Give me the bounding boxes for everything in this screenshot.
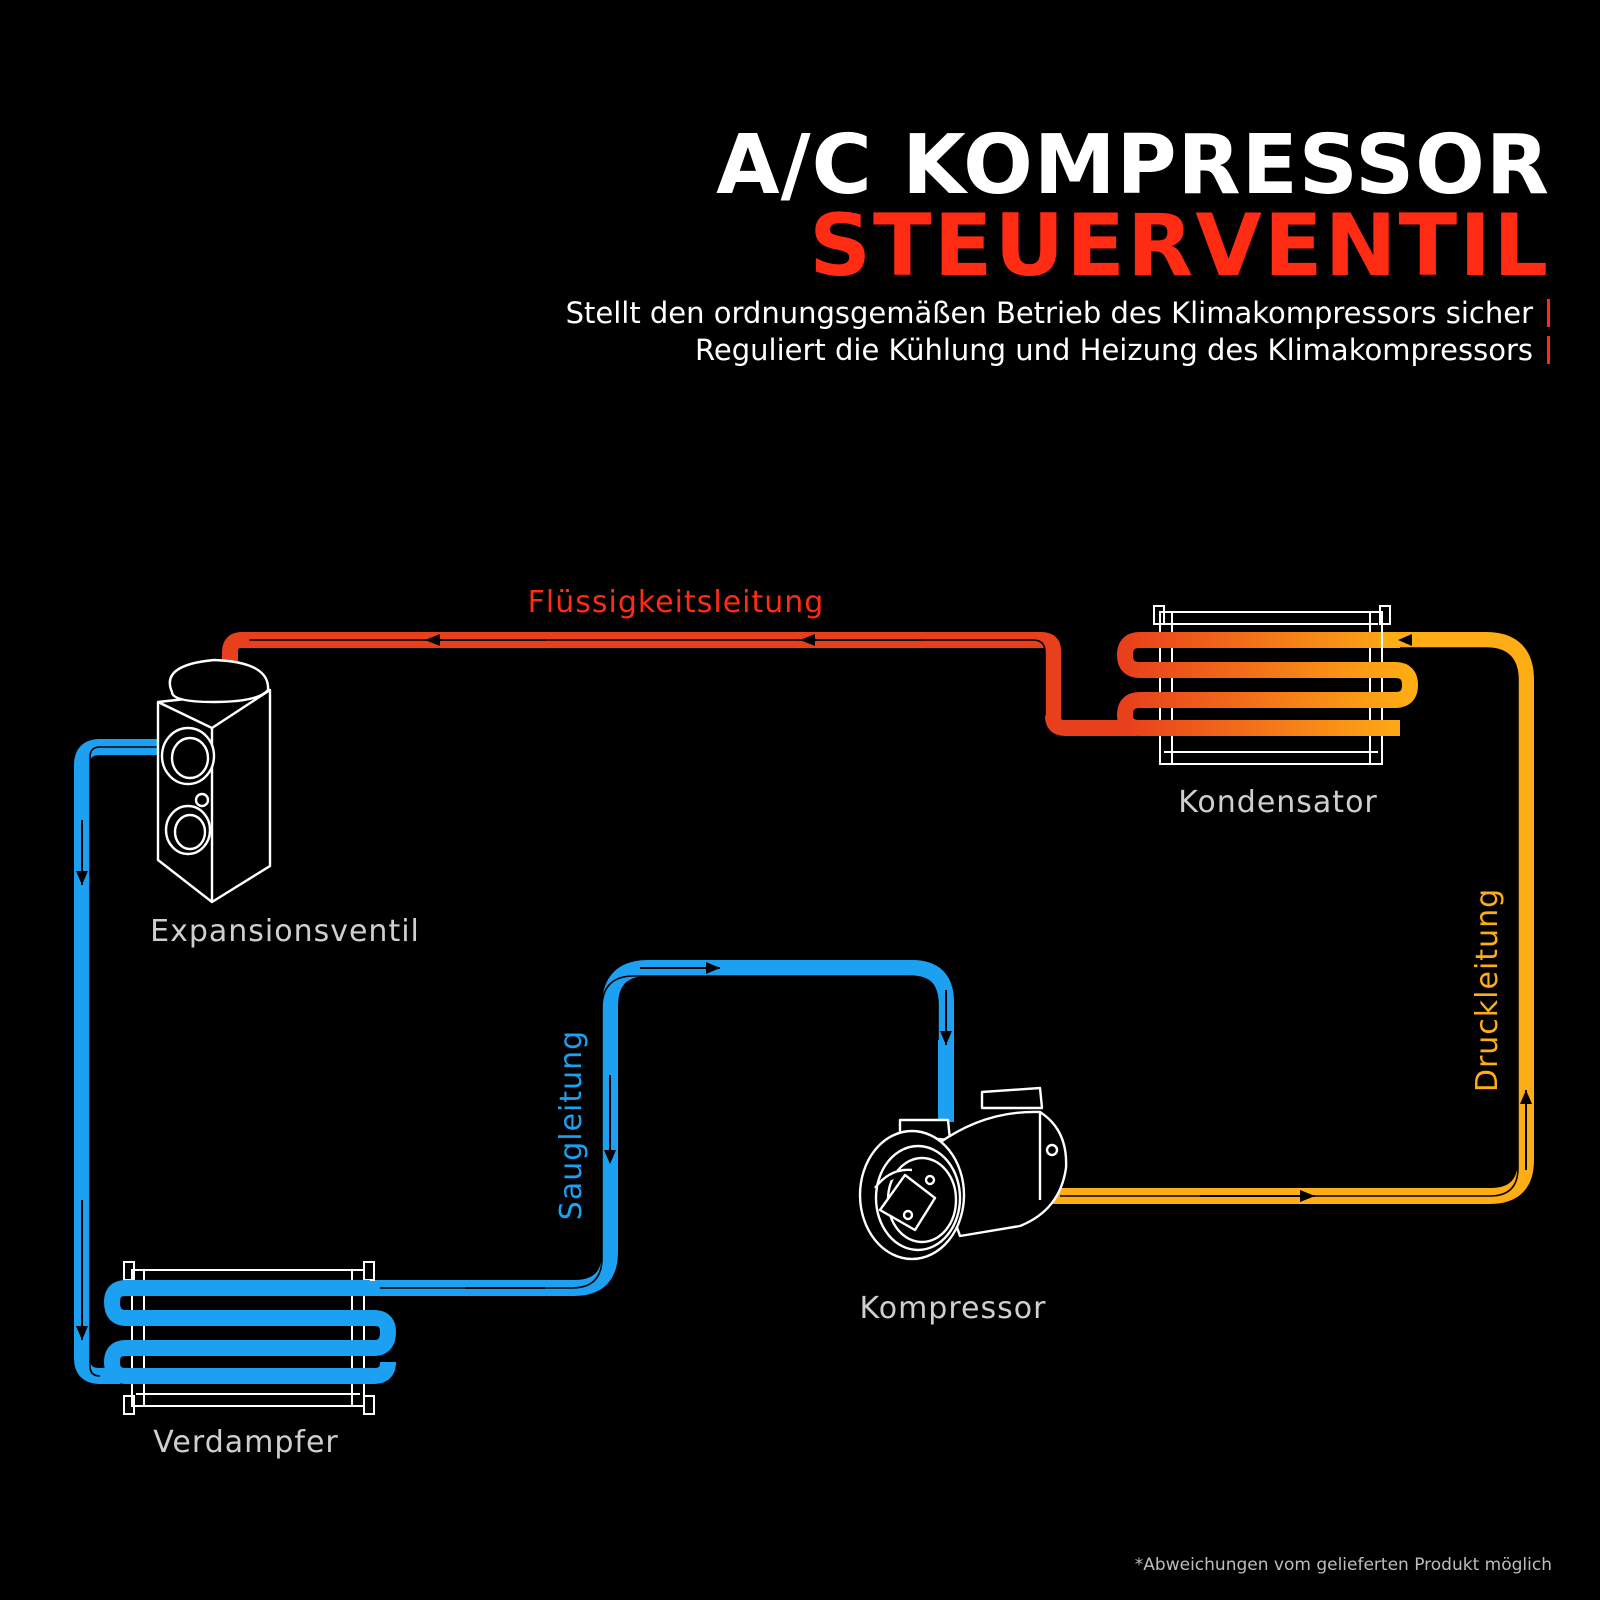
label-compressor: Kompressor — [860, 1291, 1047, 1326]
label-suction-line: Saugleitung — [554, 1030, 589, 1220]
liquid-line — [222, 632, 1143, 736]
pressure-line — [1050, 632, 1534, 1204]
condenser — [1117, 605, 1418, 765]
evaporator — [104, 1261, 396, 1415]
label-condenser: Kondensator — [1178, 785, 1378, 820]
label-liquid-line: Flüssigkeitsleitung — [528, 585, 825, 620]
subtitle-line-1-text: Stellt den ordnungsgemäßen Betrieb des K… — [565, 296, 1533, 330]
label-expansion-valve: Expansionsventil — [150, 914, 420, 949]
subtitle-bar-2 — [1547, 336, 1550, 364]
label-pressure-line: Druckleitung — [1470, 888, 1505, 1092]
expansion-valve — [156, 658, 272, 904]
subtitle-line-2-text: Reguliert die Kühlung und Heizung des Kl… — [695, 333, 1533, 367]
subtitle-line-1: Stellt den ordnungsgemäßen Betrieb des K… — [566, 296, 1550, 330]
suction-line — [74, 739, 954, 1384]
title-line-1: A/C KOMPRESSOR — [716, 118, 1550, 213]
subtitle-bar-1 — [1547, 299, 1550, 327]
disclaimer-note: *Abweichungen vom gelieferten Produkt mö… — [1134, 1555, 1552, 1575]
compressor — [858, 1086, 1068, 1261]
title-line-2: STEUERVENTIL — [809, 196, 1550, 296]
label-evaporator: Verdampfer — [153, 1425, 339, 1460]
subtitle-line-2: Reguliert die Kühlung und Heizung des Kl… — [695, 333, 1550, 367]
